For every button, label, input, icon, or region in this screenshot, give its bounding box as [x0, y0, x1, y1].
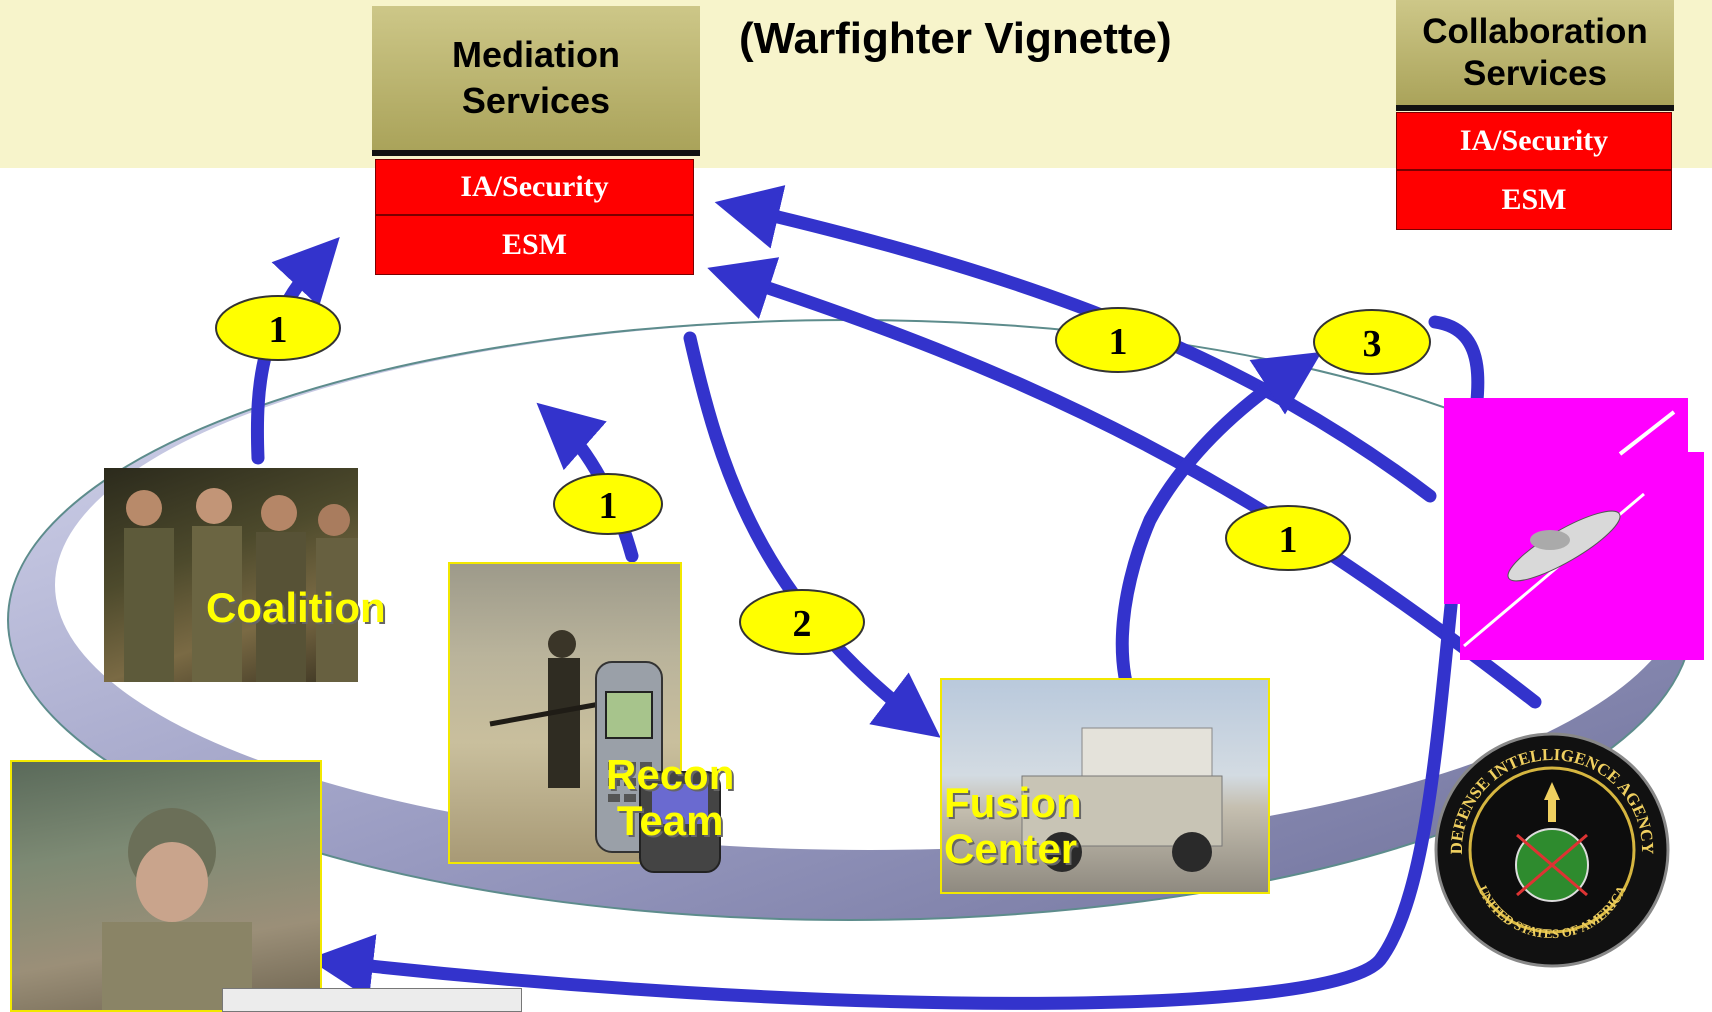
arrow-dia-to-mediation	[707, 257, 1542, 709]
mediation-ia-security: IA/Security	[375, 159, 694, 215]
vehicle-image	[1021, 727, 1223, 872]
recon-soldier-image	[489, 630, 601, 788]
mediation-line1: Mediation	[452, 34, 620, 75]
fusion-center-photo	[940, 678, 1270, 894]
fusion-center-label: Fusion Center	[944, 779, 1082, 872]
map-toolbar-thumbnail	[222, 988, 522, 1012]
collaboration-ia-security: IA/Security	[1396, 112, 1672, 170]
mediation-services-stack: Mediation Services	[372, 6, 700, 156]
mediation-esm: ESM	[375, 215, 694, 275]
recon-team-label: Recon Team	[606, 751, 735, 844]
step-badge-1-uav: 1	[1055, 307, 1181, 373]
collaboration-services-header: Collaboration Services	[1396, 0, 1674, 111]
collaboration-line1: Collaboration	[1422, 11, 1648, 51]
step-badge-3: 3	[1313, 309, 1431, 375]
soldier-photo	[10, 760, 322, 1012]
soldiers-image	[124, 488, 358, 682]
collaboration-esm: ESM	[1396, 170, 1672, 230]
soldier-image	[102, 808, 252, 1010]
phone-icon	[595, 661, 721, 873]
step-badge-1-recon: 1	[553, 473, 663, 535]
uav-icon	[1444, 398, 1704, 660]
step-badge-1-coalition: 1	[215, 295, 341, 361]
step-label: 1	[1279, 519, 1298, 561]
arrow-mediation-to-fusion	[683, 331, 941, 738]
collaboration-line2: Services	[1462, 53, 1608, 93]
step-label: 1	[1109, 321, 1128, 363]
step-badge-2: 2	[739, 589, 865, 655]
step-label: 1	[269, 309, 288, 351]
dia-seal-icon: DEFENSE INTELLIGENCE AGENCY UNITED STATE…	[1434, 732, 1670, 968]
step-label: 3	[1363, 323, 1382, 365]
step-label: 1	[599, 485, 618, 527]
mediation-line2: Services	[461, 80, 611, 121]
coalition-label: Coalition	[206, 584, 386, 631]
mediation-services-header: Mediation Services	[372, 6, 700, 156]
coalition-photo	[104, 468, 358, 682]
page-title: (Warfighter Vignette)	[739, 14, 1172, 63]
step-label: 2	[793, 603, 812, 645]
step-badge-1-dia: 1	[1225, 505, 1351, 571]
